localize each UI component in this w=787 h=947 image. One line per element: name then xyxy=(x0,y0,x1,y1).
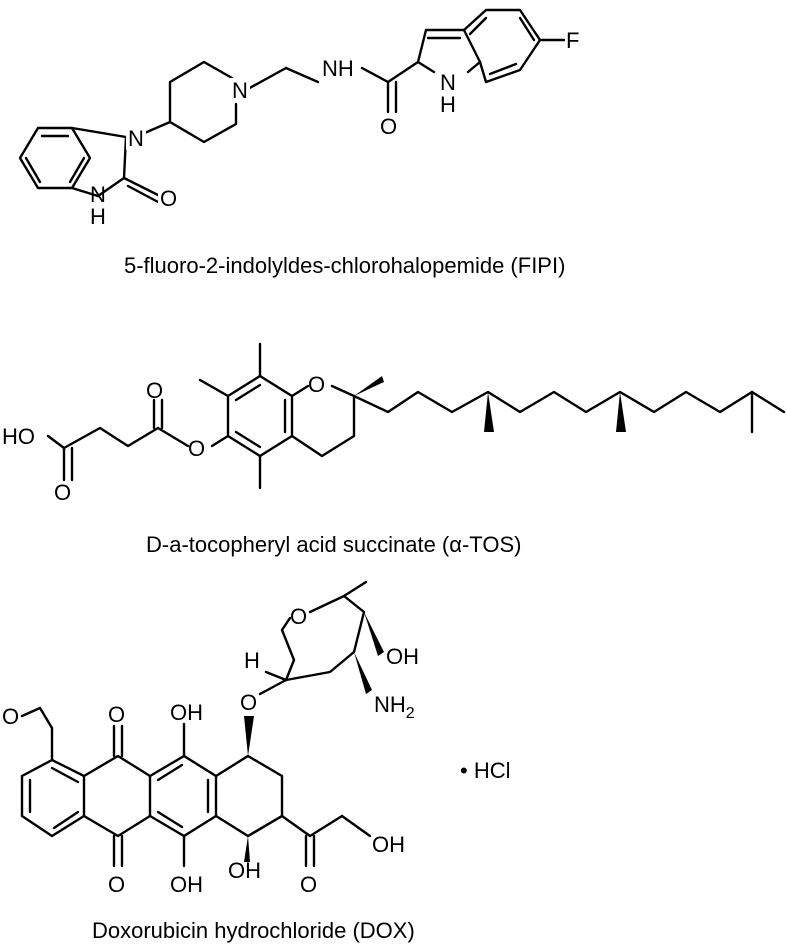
dox-atom-oh-bottom: OH xyxy=(170,872,203,897)
dox-ring-a xyxy=(20,758,86,838)
fipi-ethyl-linker xyxy=(244,66,320,92)
fipi-caption: 5-fluoro-2-indolyldes-chlorohalopemide (… xyxy=(124,253,565,278)
fipi-imidazolone-ring xyxy=(70,126,162,205)
dox-atom-oh-top: OH xyxy=(170,700,203,725)
dox-atom-o-quinone-bottom: O xyxy=(108,872,125,897)
fipi-atom-n-benzimidazole-h: N xyxy=(90,182,106,207)
fipi-atom-h-indole: H xyxy=(440,92,456,117)
dox-caption: Doxorubicin hydrochloride (DOX) xyxy=(92,918,415,943)
molecule-doxorubicin: O O O OH OH O H O OH NH2 OH O OH • HCl D… xyxy=(2,580,510,943)
tos-chroman-ring xyxy=(290,384,356,458)
fipi-atom-f: F xyxy=(566,28,579,53)
dox-atom-oh-primary: OH xyxy=(372,832,405,857)
tos-phytyl-chain xyxy=(352,390,786,414)
molecule-alpha-tos: HO O O O O D-a-tocopheryl acid succinate… xyxy=(2,342,786,557)
dox-atom-o-ketone: O xyxy=(300,872,317,897)
dox-atom-nh2: NH2 xyxy=(374,692,415,722)
dox-wedge-nh2 xyxy=(354,652,372,694)
tos-caption: D-a-tocopheryl acid succinate (α-TOS) xyxy=(146,532,521,557)
tos-wedge-4 xyxy=(484,392,494,432)
dox-atom-o-methoxy: O xyxy=(2,704,19,729)
fipi-piperidine-ring xyxy=(168,60,238,144)
tos-aromatic-ring xyxy=(198,342,294,490)
dox-atom-o-glycoside: O xyxy=(240,690,257,715)
dox-ring-c xyxy=(148,722,218,868)
fipi-amide-bond xyxy=(360,66,390,114)
dox-wedge-oh-sugar xyxy=(364,612,384,656)
dox-wedge-glycoside xyxy=(244,716,254,756)
dox-atom-o-quinone-top: O xyxy=(108,702,125,727)
fipi-indole-pyrrole xyxy=(416,28,482,74)
dox-atom-o-sugar-ring: O xyxy=(290,604,307,629)
fipi-atom-n-indole: N xyxy=(440,70,456,95)
fipi-atom-n-benzimidazole: N xyxy=(128,126,144,151)
fipi-atom-o-amide: O xyxy=(380,114,397,139)
fipi-atom-h-benzimidazole: H xyxy=(90,204,106,229)
fipi-atom-o-carbonyl: O xyxy=(160,186,177,211)
dox-ring-b xyxy=(82,724,152,868)
dox-sugar-ring xyxy=(264,580,368,682)
dox-atom-oh-tertiary: OH xyxy=(228,858,261,883)
fipi-atom-nh-amide: NH xyxy=(322,56,354,81)
dox-atom-h-anomeric: H xyxy=(244,648,260,673)
dox-glycoside-bond xyxy=(258,678,288,696)
tos-atom-ho: HO xyxy=(2,424,35,449)
tos-wedge-2 xyxy=(354,376,384,396)
dox-atom-oh-sugar: OH xyxy=(386,644,419,669)
dox-methoxy xyxy=(20,706,54,762)
dox-wedge-oh xyxy=(244,836,250,862)
tos-succinate-chain xyxy=(46,426,160,450)
tos-atom-o-acid: O xyxy=(54,480,71,505)
tos-atom-o-ester: O xyxy=(188,436,205,461)
tos-atom-o-ester-carbonyl: O xyxy=(146,378,163,403)
fipi-benzene-ring xyxy=(18,126,92,190)
tos-atom-o-chroman: O xyxy=(308,372,325,397)
dox-salt-hcl: • HCl xyxy=(460,758,510,783)
fipi-indole-benzene xyxy=(462,8,566,84)
dox-side-chain xyxy=(246,814,344,838)
molecule-fipi: N O N H N NH O N H F 5-fluoro-2-indolyld… xyxy=(18,8,579,278)
tos-wedge-8 xyxy=(616,392,626,432)
dox-ring-d xyxy=(214,754,284,838)
fipi-atom-n-piperidine: N xyxy=(232,78,248,103)
